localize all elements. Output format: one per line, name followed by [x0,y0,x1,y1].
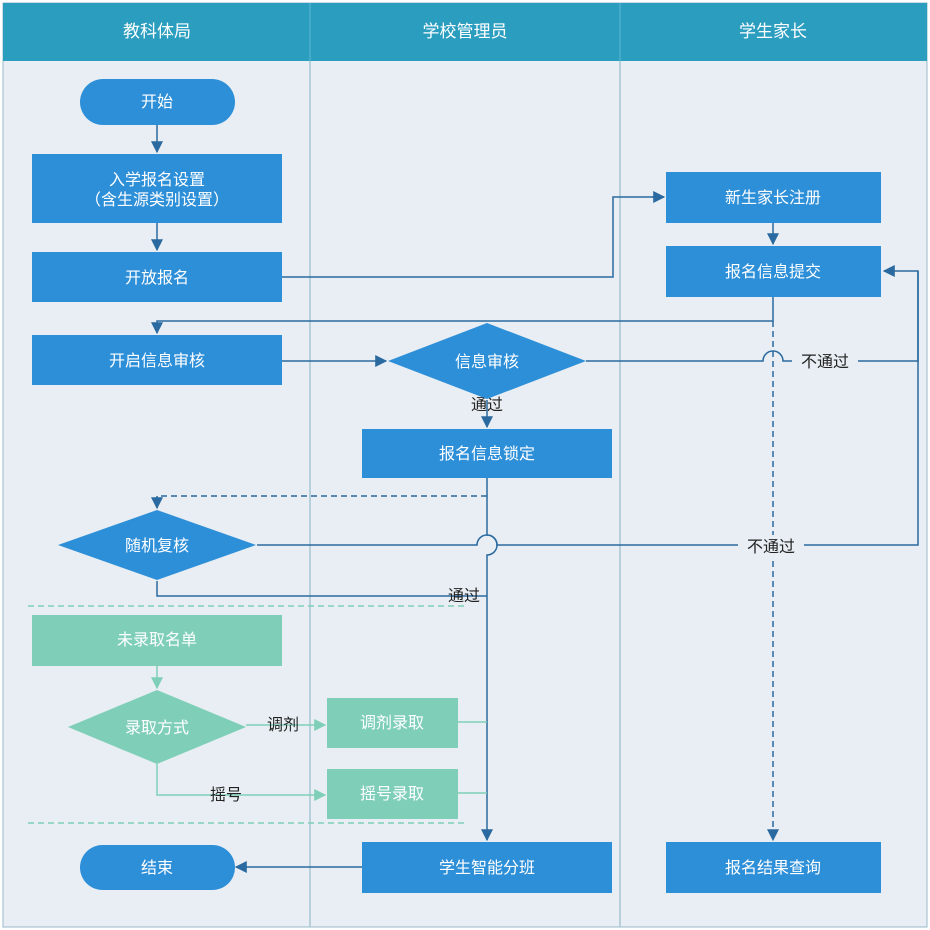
node-admission-method-label: 录取方式 [125,718,189,737]
node-smart-class-label: 学生智能分班 [439,858,535,877]
node-open-registration [32,252,282,302]
edge-label-recheck-pass: 通过 [448,586,480,605]
edge-lock-recheck [151,495,487,510]
edge-label-review-fail: 不通过 [801,352,849,371]
edge-label-review-pass: 通过 [471,395,503,414]
node-submit-info [666,246,881,297]
edge-label-lottery: 摇号 [210,785,242,804]
edge-recheck-fail [257,271,919,546]
node-lock-info-label: 报名信息锁定 [439,444,535,463]
node-start-label: 开始 [141,92,173,111]
node-not-admitted-list [32,615,282,666]
node-adjust-admit [327,698,458,748]
node-random-recheck [58,510,256,580]
node-submit-info-label: 报名信息提交 [725,262,821,281]
node-random-recheck-label: 随机复核 [125,536,189,555]
node-parent-register-label: 新生家长注册 [725,188,821,207]
node-result-query-label: 报名结果查询 [725,858,821,877]
lane-title-parent: 学生家长 [739,22,807,42]
node-parent-register [666,172,881,223]
node-open-review-label: 开启信息审核 [109,351,205,370]
lane-title-education-bureau: 教科体局 [123,22,191,42]
node-info-review [388,323,586,399]
node-open-review [32,335,282,385]
node-lottery-admit [327,769,458,819]
node-end [80,845,235,890]
node-adjust-admit-label: 调剂录取 [360,713,424,732]
edge-method-lottery [156,764,327,801]
node-admission-method [68,690,246,764]
edge-review-fail [586,265,919,362]
node-start [80,79,235,125]
edge-label-adjust: 调剂 [267,715,299,734]
edge-submit-review [151,297,774,335]
node-lock-info [362,429,612,478]
node-info-review-label: 信息审核 [455,352,519,371]
node-smart-class [362,842,612,893]
lanes-header [3,3,927,61]
node-result-query [666,842,881,893]
node-setup-sublabel: （含生源类别设置） [85,190,229,209]
node-open-registration-label: 开放报名 [125,268,189,287]
node-lottery-admit-label: 摇号录取 [360,784,424,803]
edge-open-register-line [282,196,664,278]
node-end-label: 结束 [141,858,173,877]
edge-label-recheck-fail: 不通过 [747,537,795,556]
lane-title-school-admin: 学校管理员 [423,22,508,42]
node-setup-label: 入学报名设置 [109,170,205,189]
node-setup [32,154,282,223]
edge-recheck-pass [156,581,487,597]
node-not-admitted-list-label: 未录取名单 [117,630,197,649]
